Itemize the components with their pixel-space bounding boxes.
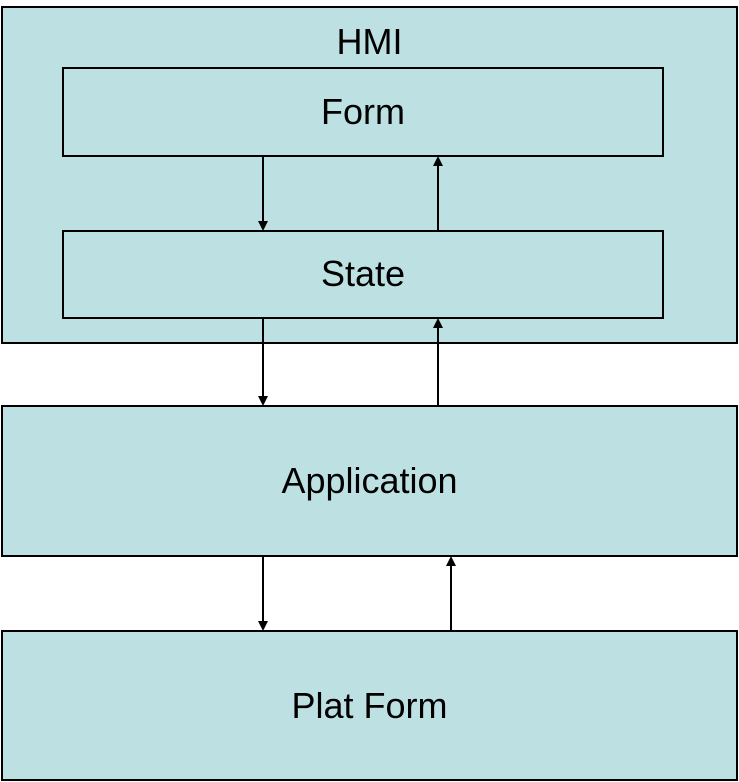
form-box: Form <box>62 67 664 157</box>
platform-box: Plat Form <box>1 630 738 781</box>
state-box: State <box>62 230 664 319</box>
application-label: Application <box>281 460 458 501</box>
platform-label: Plat Form <box>291 685 448 726</box>
state-label: State <box>320 253 406 294</box>
form-label: Form <box>321 91 405 132</box>
hmi-label: HMI <box>336 21 403 62</box>
application-box: Application <box>1 405 738 557</box>
